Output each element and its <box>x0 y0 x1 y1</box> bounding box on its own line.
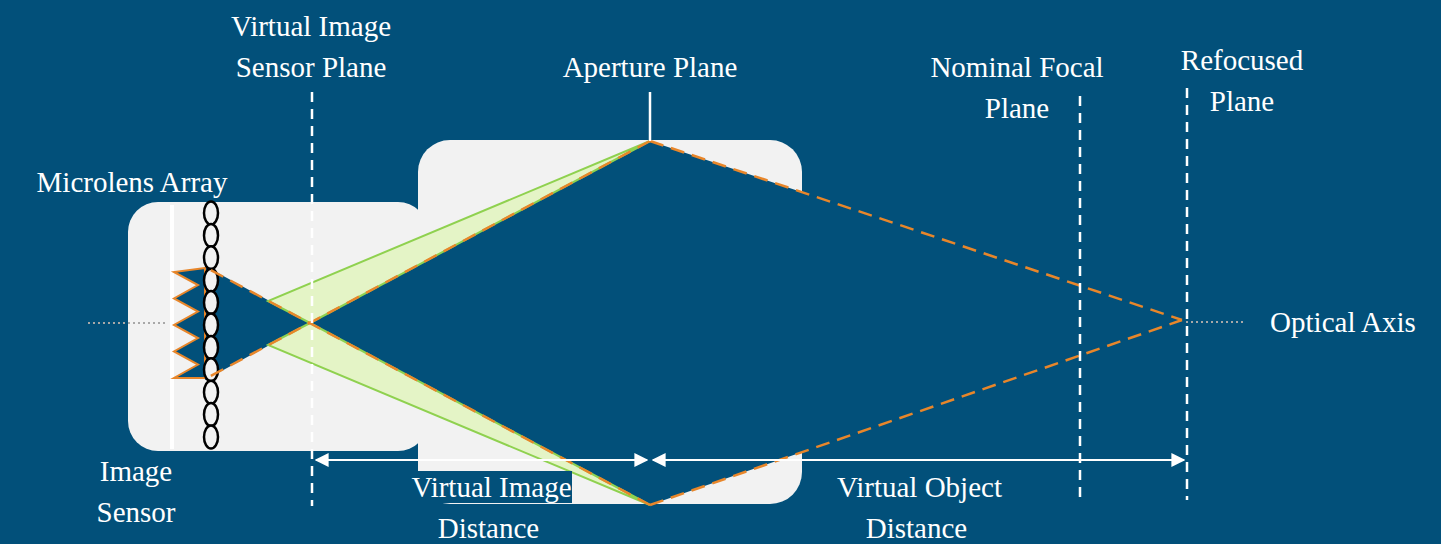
optical-axis <box>88 322 165 324</box>
plane-label: Virtual Image Sensor Plane <box>231 10 391 83</box>
plane-line <box>649 92 652 141</box>
plane-label: Virtual Image Distance <box>408 471 571 544</box>
dimension-arrow <box>653 459 1184 461</box>
plane-label: Aperture Plane <box>563 51 738 83</box>
microlens <box>204 358 218 381</box>
dimension-arrow <box>316 459 647 461</box>
ray-fan <box>268 141 650 323</box>
label-box: Virtual Object Distance <box>808 467 1028 544</box>
microlens <box>204 246 218 269</box>
microlens <box>204 336 218 359</box>
microlens <box>204 426 218 449</box>
plane-label: Refocused Plane <box>1181 44 1303 117</box>
ray-line <box>650 141 1182 320</box>
plane-line <box>1186 88 1189 500</box>
plane-line <box>311 92 314 506</box>
label-box: Optical Axis <box>1253 302 1433 343</box>
ray-line <box>205 141 650 379</box>
ray-cone-rear <box>205 266 310 380</box>
microlens <box>204 224 218 247</box>
optical-axis <box>1186 321 1246 323</box>
microlens <box>204 202 218 225</box>
label-box: Image Sensor <box>81 451 191 533</box>
ray-line <box>205 267 650 505</box>
label-box: Aperture Plane <box>520 47 780 88</box>
plane-label: Optical Axis <box>1270 306 1416 338</box>
sensor-pixels <box>174 268 205 378</box>
label-box: Refocused Plane <box>1162 40 1322 122</box>
plane-label: Microlens Array <box>37 166 228 198</box>
ray-cone <box>310 141 1182 505</box>
label-box: Virtual Image Distance <box>385 467 595 544</box>
microlens <box>204 381 218 404</box>
microlens <box>204 291 218 314</box>
plane-label: Virtual Object Distance <box>834 471 1002 544</box>
label-box: Microlens Array <box>12 162 252 203</box>
plane-label: Image Sensor <box>97 455 176 528</box>
microlens <box>204 314 218 337</box>
plane-label: Nominal Focal Plane <box>930 51 1103 124</box>
label-box: Virtual Image Sensor Plane <box>204 6 419 88</box>
microlens <box>204 403 218 426</box>
image-sensor <box>170 205 174 449</box>
plane-line <box>1079 96 1082 500</box>
microlens-array <box>204 202 218 449</box>
label-box: Nominal Focal Plane <box>902 47 1132 129</box>
